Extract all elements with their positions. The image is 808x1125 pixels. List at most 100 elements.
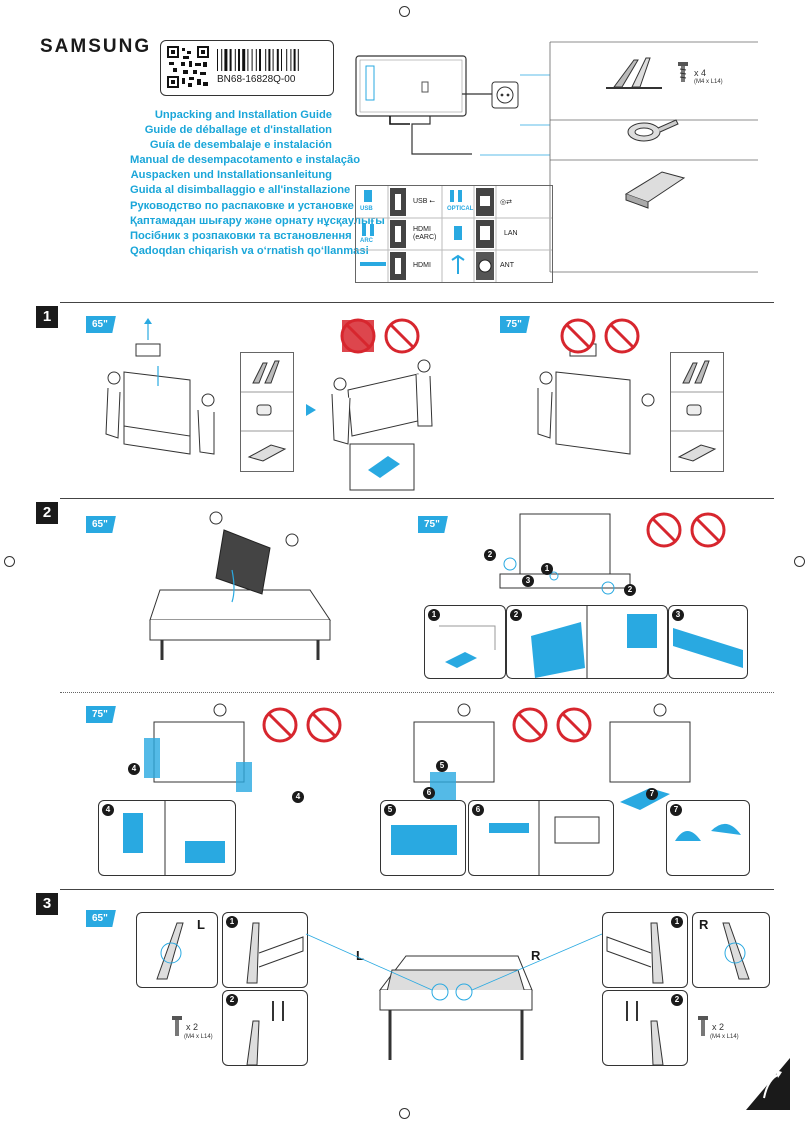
parts-list-icon [241,360,293,462]
stand-right-label: R [699,917,709,932]
screw-count-right: x 2 [712,1022,725,1032]
title-line: Guía de desembalaje e instalación [149,139,332,152]
step1-parts-box-75 [670,352,724,472]
assembly-panel-right-1: 1 [602,912,688,988]
ports-panel: USB USB ⭠ OPTICAL ARC HDMI (eARC) HDMI L… [355,185,553,283]
registration-mark-top [399,6,410,17]
detail-illustration [673,628,743,668]
panel-number: 2 [226,994,238,1006]
panel-number: 2 [510,609,522,621]
detail-panel-5: 5 [380,800,466,876]
guide-titles: Unpacking and Installation Guide Guide d… [130,108,385,259]
optical-label: OPTICAL [447,206,474,212]
callout-4: 4 [292,791,304,803]
title-line: Посібник з розпаковки та встановлення [130,229,352,242]
qr-code-icon [167,46,209,88]
stand-left-box: L [136,912,218,988]
usb-icon-label: USB [360,206,373,212]
step-3-badge: 3 [36,893,58,915]
callout-2: 2 [484,549,496,561]
detail-illustration [439,625,496,668]
step-2-badge: 2 [36,502,58,524]
stand-left-icon [156,922,184,980]
stand-legs-icon [606,57,662,89]
tv-back-illustration [355,55,519,155]
step2-remove-base-illustration [609,703,691,810]
callout-7: 7 [646,788,658,800]
detail-illustration [489,801,600,875]
assembly-panel-left-2: 2 [222,990,308,1066]
assembly-illustration [246,1001,284,1066]
detail-panel-4: 4 [98,800,236,876]
detail-illustration [123,801,225,875]
step1-lift-tv-illustration [331,359,433,491]
hdmi-label: HDMI [413,262,431,269]
detail-illustration [531,606,657,678]
callout-3: 3 [522,575,534,587]
callout-6: 6 [423,787,435,799]
panel-number: 2 [671,994,683,1006]
panel-number: 6 [472,804,484,816]
screw-spec-right: (M4 x L14) [710,1034,739,1040]
toggle-icon: ◎⇄ [500,199,512,206]
detail-panel-1: 1 [424,605,506,679]
panel-number: 1 [671,916,683,928]
no-lift-warning-icons-4 [512,707,592,743]
panel-number: 3 [672,609,684,621]
detail-panel-6: 6 [468,800,614,876]
title-line: Auspacken und Installationsanleitung [130,169,332,182]
no-lift-warning-icons-3 [262,707,342,743]
divider [60,498,774,499]
registration-mark-left [4,556,15,567]
title-line: Қаптамадан шығару және орнату нұсқаулығы [130,214,385,227]
stand-right-box: R [692,912,770,988]
arc-label: ARC [360,238,373,244]
title-line: Руководство по распаковке и установке [130,199,354,212]
leader-lines [480,41,758,273]
assembly-illustration [246,922,304,984]
step1-unbox-illustration [105,318,215,455]
callout-2: 2 [624,584,636,596]
size-tag-75: 75" [418,516,448,533]
ant-label: ANT [500,262,514,269]
panel-number: 1 [428,609,440,621]
screw-count: x 4 [694,68,707,78]
no-lift-warning-icons-2 [646,512,726,548]
step1-parts-box-65 [240,352,294,472]
panel-number: 1 [226,916,238,928]
brand-logo: SAMSUNG [40,36,152,57]
size-tag-65: 65" [86,910,116,927]
part-code-box: BN68-16828Q-00 [160,40,334,96]
title-line: Qadoqdan chiqarish va o‘rnatish qo‘llanm… [130,244,369,257]
assembly-illustration [626,1001,664,1066]
panel-number: 5 [384,804,396,816]
page-turn-icon [746,1058,790,1110]
screw-icon [678,62,688,82]
cable-holder-icon [627,119,679,142]
step-1-badge: 1 [36,306,58,328]
title-line: Guide de déballage et d'installation [144,124,332,137]
title-line: Guida al disimballaggio e all'installazi… [130,184,351,197]
barcode-icon [217,49,299,71]
assembly-illustration [606,922,664,984]
step2-place-on-table-illustration [149,511,331,660]
usb-label: USB ⭠ [413,198,435,205]
size-tag-65: 65" [86,316,116,333]
screw-spec-left: (M4 x L14) [184,1034,213,1040]
detail-panel-3: 3 [668,605,748,679]
callout-1: 1 [541,563,553,575]
port-grid [356,186,552,282]
detail-illustration [675,823,741,841]
step2-remove-packing-illustration [144,703,252,792]
bracket-cover-icon [624,171,686,209]
screw-spec: (M4 x L14) [694,79,723,85]
size-tag-65: 65" [86,516,116,533]
assembly-panel-left-1: 1 [222,912,308,988]
table-right-label: R [531,948,541,963]
no-lift-warning-icons [340,318,420,354]
hdmi-earc-label: HDMI (eARC) [413,226,437,241]
screw-icon [698,1016,708,1036]
parts-list-icon [671,360,723,462]
detail-panel-7: 7 [666,800,750,876]
play-arrow-icon [306,404,316,416]
